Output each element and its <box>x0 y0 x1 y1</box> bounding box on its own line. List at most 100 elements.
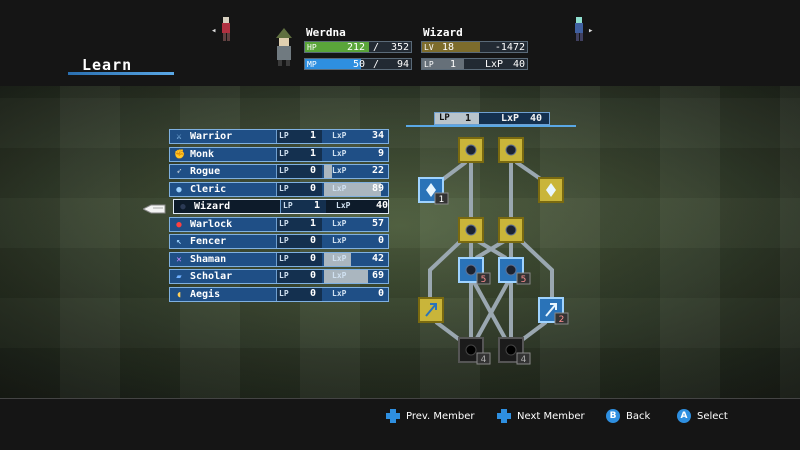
next-member-button[interactable]: Next Member <box>497 409 585 423</box>
tree-node-crystal-right[interactable] <box>538 177 564 203</box>
tree-lp-box: LP 1 <box>435 113 479 124</box>
job-lp-label: LP <box>279 236 289 245</box>
a-button-icon: A <box>677 409 691 423</box>
b-button-icon: B <box>606 409 620 423</box>
exp-to-next: -1472 <box>494 42 525 53</box>
select-label: Select <box>697 410 728 422</box>
hp-slash: / <box>372 42 379 53</box>
job-lxp-value: 34 <box>371 130 384 141</box>
node-badge-3: 5 <box>521 275 527 285</box>
tree-progress-box: LP 1 LxP 40 <box>434 112 550 125</box>
job-lxp-label: LxP <box>332 131 347 140</box>
mp-label: MP <box>307 60 317 69</box>
tree-node-learned-4[interactable] <box>498 217 524 243</box>
dpad-icon <box>497 409 511 423</box>
mp-slash: / <box>372 59 379 70</box>
lp-bar-fill <box>422 59 464 69</box>
tree-node-crystal-left[interactable]: 1 <box>418 177 449 205</box>
page-title: Learn <box>82 56 133 74</box>
red-orb-icon: ● <box>176 219 182 230</box>
lp-value: 1 <box>450 59 457 70</box>
next-member-arrow[interactable]: ▸ <box>588 26 594 36</box>
book-icon: ▰ <box>176 272 182 282</box>
job-lp-value: 0 <box>309 182 316 194</box>
job-lp-value: 1 <box>309 217 316 229</box>
job-lp-value: 0 <box>309 270 316 281</box>
job-lp-value: 0 <box>309 252 316 264</box>
job-lp-label: LP <box>279 288 289 298</box>
job-lxp-label: LxP <box>332 166 347 175</box>
job-lp-label: LP <box>283 201 293 210</box>
job-lxp-value: 89 <box>371 182 384 194</box>
node-badge-6: 4 <box>521 355 527 365</box>
hp-label: HP <box>307 43 317 52</box>
prev-member-arrow[interactable]: ◂ <box>211 26 217 36</box>
job-lp-label: LP <box>279 166 289 175</box>
back-button[interactable]: B Back <box>606 409 650 423</box>
job-lp: LP 1 <box>276 217 322 231</box>
job-lxp-value: 22 <box>371 165 384 176</box>
job-lxp-label: LxP <box>332 148 347 158</box>
mp-max: 94 <box>396 59 409 70</box>
job-lp-label: LP <box>279 253 289 263</box>
select-button[interactable]: A Select <box>677 409 728 423</box>
tree-node-available-1[interactable]: 5 <box>458 257 491 285</box>
job-lxp-label: LxP <box>332 271 347 280</box>
tree-node-available-2[interactable]: 5 <box>498 257 531 285</box>
job-lxp-label: LxP <box>332 218 347 228</box>
job-lp-label: LP <box>279 218 289 228</box>
lxp-label: LxP <box>484 59 503 70</box>
dpad-icon <box>386 409 400 423</box>
job-lxp: LxP 34 <box>324 130 388 143</box>
job-name: Warrior <box>190 131 233 142</box>
node-badge-1: 1 <box>439 195 445 205</box>
tree-lp-value: 1 <box>465 113 472 124</box>
prev-member-button[interactable]: Prev. Member <box>386 409 475 423</box>
job-lp-value: 1 <box>309 130 316 141</box>
level-label: LV <box>424 43 434 52</box>
job-lp: LP 0 <box>276 252 322 266</box>
character-job: Wizard <box>423 26 463 39</box>
job-name: Cleric <box>190 183 227 195</box>
shield-icon: ◖ <box>176 289 182 300</box>
prev-member-sprite[interactable] <box>219 17 233 45</box>
mp-bar: MP 50 / 94 <box>304 58 412 70</box>
job-lxp-label: LxP <box>332 253 347 263</box>
tree-node-locked-2[interactable]: 4 <box>498 337 531 365</box>
tree-node-learned-1[interactable] <box>458 137 484 163</box>
tree-node-spell-left[interactable] <box>418 297 444 323</box>
job-name: Aegis <box>190 288 221 300</box>
node-badge-4: 2 <box>559 315 565 325</box>
tree-lxp-label: LxP <box>501 113 520 124</box>
dagger-icon: ➶ <box>176 167 182 177</box>
tree-connectors <box>428 160 554 342</box>
tree-node-spell-right[interactable]: 2 <box>538 297 569 325</box>
tree-node-learned-3[interactable] <box>458 217 484 243</box>
next-member-label: Next Member <box>517 410 585 422</box>
selection-pointer-icon <box>143 204 166 214</box>
lxp-value: 40 <box>512 59 525 70</box>
tree-node-learned-2[interactable] <box>498 137 524 163</box>
job-name: Wizard <box>194 201 231 212</box>
next-member-sprite[interactable] <box>572 17 586 45</box>
tree-node-locked-1[interactable]: 4 <box>458 337 491 365</box>
